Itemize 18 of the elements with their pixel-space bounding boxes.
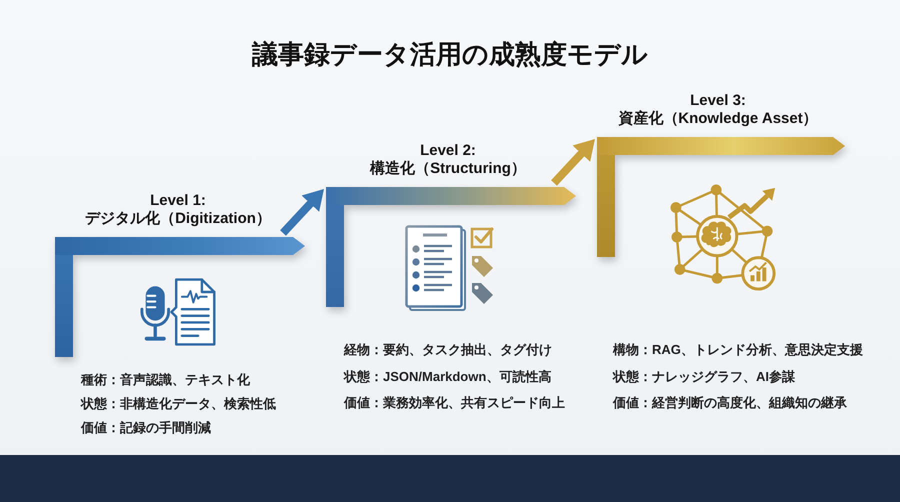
level-title: 構造化（Structuring） [370,160,526,178]
feature-text: 経物：要約、タスク抽出、タグ付け [344,341,552,359]
feature-text: 状態：JSON/Markdown、可読性高 [344,368,552,386]
feature-text: 価値：業務効率化、共有スピード向上 [344,394,565,412]
level-title: デジタル化（Digitization） [85,210,271,228]
level-title: 資産化（Knowledge Asset） [618,110,818,128]
feature-text: 構物：RAG、トレンド分析、意思決定支援 [613,341,863,359]
arrow [280,188,324,236]
feature-text: 種術：音声認識、テキスト化 [81,371,250,389]
feature-text: 価値：経営判断の高度化、組織知の継承 [613,394,847,412]
arrow [551,138,595,186]
feature-text: 価値：記録の手間削減 [81,419,211,437]
feature-text: 状態：非構造化データ、検索性低 [81,395,276,413]
level-label: Level 1: [150,192,206,210]
feature-text: 状態：ナレッジグラフ、AI参謀 [613,368,795,386]
diagram-title: 議事録データ活用の成熟度モデル [252,38,648,70]
level-label: Level 2: [420,142,476,160]
level-label: Level 3: [690,92,746,110]
